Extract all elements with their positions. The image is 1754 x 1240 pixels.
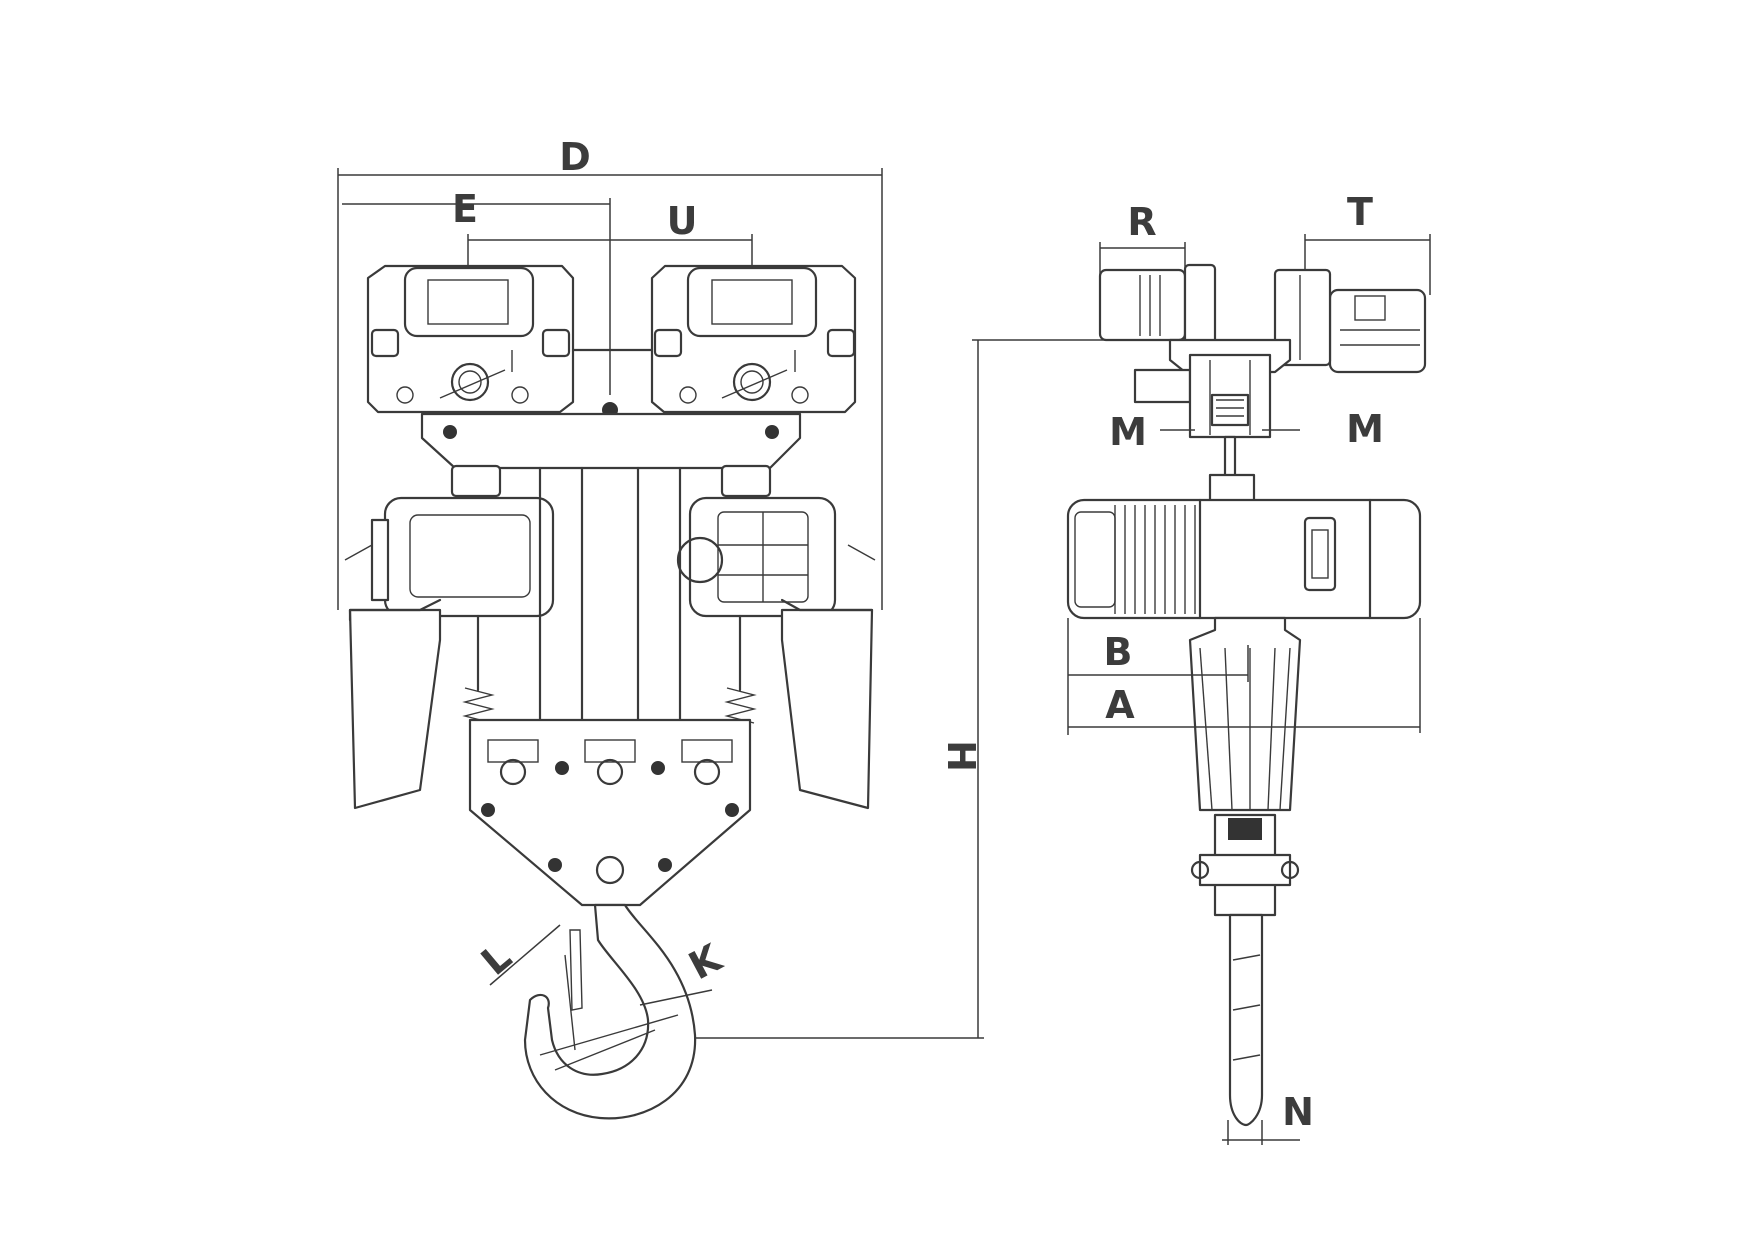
label-n: N — [1282, 1090, 1314, 1134]
front-view: D E U L K — [337, 135, 883, 1120]
dimension-b — [1067, 618, 1249, 735]
right-spring — [724, 687, 757, 724]
left-hoist-body — [344, 496, 555, 618]
side-right-motor — [1273, 268, 1427, 374]
right-hoist-body — [676, 496, 876, 618]
dimension-d — [337, 168, 883, 610]
load-chains — [476, 466, 742, 722]
side-view: R T M M B A N — [1066, 190, 1431, 1145]
label-k: K — [682, 935, 730, 988]
bottom-block — [468, 718, 752, 907]
left-trolley — [366, 264, 575, 414]
left-spring — [462, 687, 495, 724]
right-trolley — [650, 264, 857, 414]
side-hoist-body — [1066, 498, 1422, 620]
label-l: L — [473, 935, 520, 984]
side-trolley-frame — [1133, 338, 1292, 505]
label-d: D — [559, 135, 591, 179]
side-chain-container — [1188, 616, 1302, 812]
label-m-right: M — [1346, 407, 1384, 451]
label-a: A — [1105, 683, 1135, 727]
left-chain-container — [348, 608, 442, 810]
label-m-left: M — [1109, 410, 1147, 454]
label-u: U — [667, 199, 698, 243]
hook — [523, 903, 697, 1120]
dimension-l — [489, 924, 561, 986]
side-left-motor — [1098, 263, 1217, 347]
side-hook — [1228, 913, 1264, 1127]
label-e: E — [452, 187, 478, 231]
right-chain-container — [780, 608, 874, 810]
dimension-n — [1222, 1120, 1300, 1145]
dimension-e — [342, 198, 611, 395]
label-h: H — [939, 740, 983, 772]
dimension-k — [639, 989, 713, 1006]
side-bottom-block — [1190, 813, 1300, 917]
label-r: R — [1127, 200, 1156, 244]
dimension-a — [1068, 618, 1421, 733]
suspension-frame — [420, 412, 802, 470]
label-b: B — [1104, 630, 1133, 674]
dimension-t — [1304, 234, 1431, 295]
label-t: T — [1347, 190, 1373, 234]
dimension-h: H — [695, 339, 1110, 1039]
